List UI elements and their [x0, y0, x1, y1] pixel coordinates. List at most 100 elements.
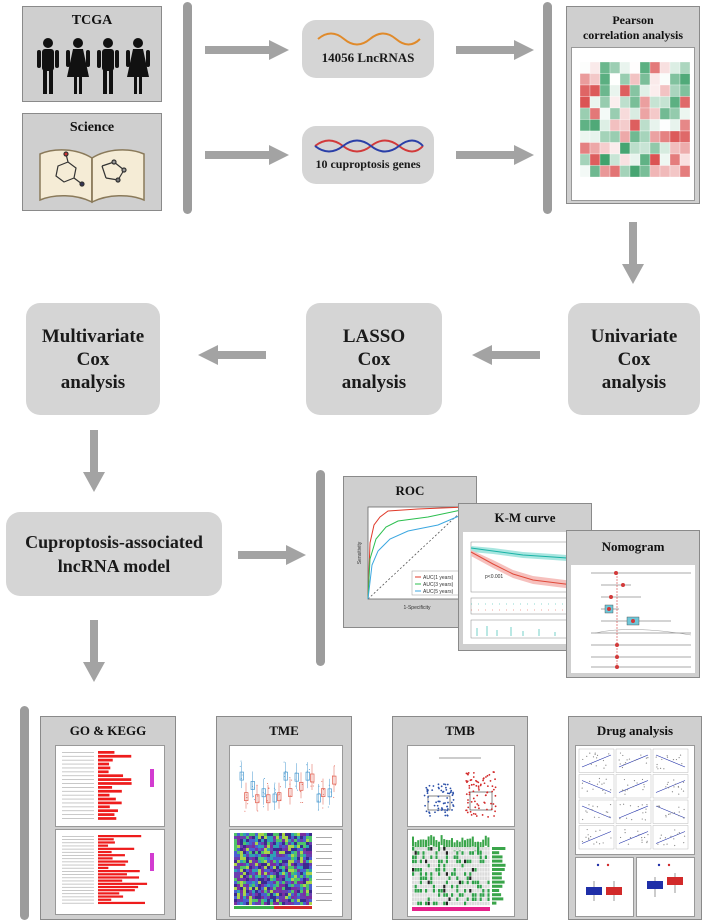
onco-cell [461, 868, 464, 872]
heatmap-cell [619, 165, 631, 178]
drug-point [676, 833, 679, 835]
tme-heat-cell [306, 842, 309, 845]
tme-point [256, 784, 258, 786]
onco-cell [445, 868, 448, 872]
onco-top-bar [412, 836, 414, 847]
tmb-point-high [467, 772, 470, 774]
tme-heat-cell [306, 851, 309, 854]
drug-grid-card [575, 745, 695, 855]
tme-heat-cell [288, 878, 291, 881]
go-label [62, 771, 94, 773]
go-bar [98, 866, 109, 870]
tme-heat-cell [279, 842, 282, 845]
onco-cell [432, 868, 435, 872]
heatmap-cell [629, 84, 641, 97]
onco-cell [427, 884, 430, 889]
drug-point [586, 811, 588, 813]
tme-heat-cell [246, 866, 249, 869]
go-bar [98, 754, 132, 758]
tme-heat-cell [255, 899, 258, 902]
onco-cell [435, 851, 438, 855]
tmb-point-high [474, 813, 477, 816]
tme-heat-cell [291, 836, 294, 839]
onco-cell [419, 884, 422, 889]
tme-heat-cell [309, 881, 312, 884]
tmb-point-high [488, 773, 491, 776]
tme-heat-cell [279, 863, 282, 866]
tme-heat-cell [303, 851, 306, 854]
tme-point [308, 779, 310, 781]
onco-cell [412, 897, 415, 901]
tmb-point-high [467, 801, 469, 804]
tmb-point-high [472, 797, 475, 800]
tme-heat-cell [261, 836, 264, 839]
onco-top-bar [458, 841, 461, 852]
heatmap-cell [599, 130, 611, 143]
go-label [62, 775, 94, 777]
heatmap-cell [589, 165, 601, 178]
onco-cell [414, 868, 417, 872]
heatmap-cell [589, 107, 601, 120]
tme-heat-cell [240, 854, 243, 857]
tme-heat-cell [237, 848, 240, 851]
tme-heat-cell [282, 842, 285, 845]
onco-cell [445, 901, 448, 906]
tme-heat-cell [300, 842, 303, 845]
drug-point [641, 778, 644, 781]
tme-heat-cell [234, 899, 237, 902]
drug-point [586, 790, 588, 792]
heatmap-cell [609, 107, 621, 120]
arrow-lasso-to-multivariate [198, 345, 266, 365]
svg-text:1-Specificity: 1-Specificity [404, 605, 431, 611]
drug-point [619, 804, 621, 806]
tme-point [323, 789, 325, 791]
go-label [62, 787, 94, 788]
drug-point [664, 837, 667, 839]
onco-cell [419, 859, 422, 864]
tme-heat-cell [258, 869, 261, 872]
onco-cell [425, 859, 428, 864]
tmb-point-high [475, 815, 478, 817]
drug-point [674, 783, 677, 785]
kegg-card [55, 829, 165, 915]
tme-heat-cell [255, 854, 258, 857]
tme-point [274, 782, 276, 784]
drug-point [603, 767, 605, 769]
onco-top-bar [474, 841, 477, 852]
tme-box [277, 792, 282, 802]
tme-heat-cell [243, 854, 246, 857]
divider-bar-top-left [183, 2, 192, 214]
tme-box [321, 788, 326, 797]
tme-heat-cell [303, 902, 306, 905]
onco-cell [453, 851, 456, 855]
tme-heat-cell [258, 899, 261, 902]
tme-heat-cell [237, 902, 240, 905]
onco-cell [466, 897, 469, 901]
tme-heat-cell [288, 851, 291, 854]
tme-heat-cell [267, 899, 270, 902]
onco-top-bar [471, 836, 474, 847]
tme-heat-cell [261, 884, 264, 887]
onco-cell [461, 884, 464, 889]
drug-point [671, 791, 674, 793]
onco-cell [464, 855, 467, 859]
tme-heat-cell [243, 902, 246, 905]
heatmap-cell [599, 84, 611, 97]
tme-heat-cell [267, 842, 270, 845]
go-label [62, 842, 94, 844]
drug-fit-line [618, 831, 649, 844]
go-label [62, 818, 94, 819]
tme-heat-cell [282, 863, 285, 866]
tme-heat-cell [243, 839, 246, 842]
tme-heat-cell [273, 884, 276, 887]
tmb-point-low [444, 814, 447, 817]
tme-heat-cell [297, 860, 300, 863]
tme-heat-cell [258, 896, 261, 899]
onco-top-bar [461, 837, 464, 848]
tme-heat-cell [249, 854, 252, 857]
onco-side-bar [492, 889, 500, 892]
heatmap-cell [579, 142, 591, 155]
drug-point [645, 808, 647, 810]
tme-heat-cell [261, 881, 264, 884]
tme-heat-cell [237, 833, 240, 836]
